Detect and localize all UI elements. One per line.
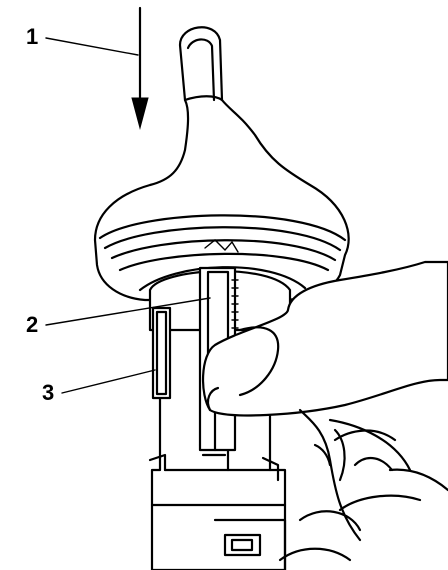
- hand: [201, 260, 448, 562]
- leader-line-2: [45, 297, 211, 326]
- leader-line-1: [45, 37, 139, 56]
- callout-3-label: 3: [42, 380, 54, 405]
- terminal-3: [151, 306, 172, 400]
- leader-lines: [45, 37, 211, 394]
- connector-boot: [93, 26, 350, 302]
- leader-line-3: [61, 369, 156, 394]
- push-direction-arrow: [131, 6, 149, 130]
- callout-1-label: 1: [26, 24, 38, 49]
- callout-2-label: 2: [26, 312, 38, 337]
